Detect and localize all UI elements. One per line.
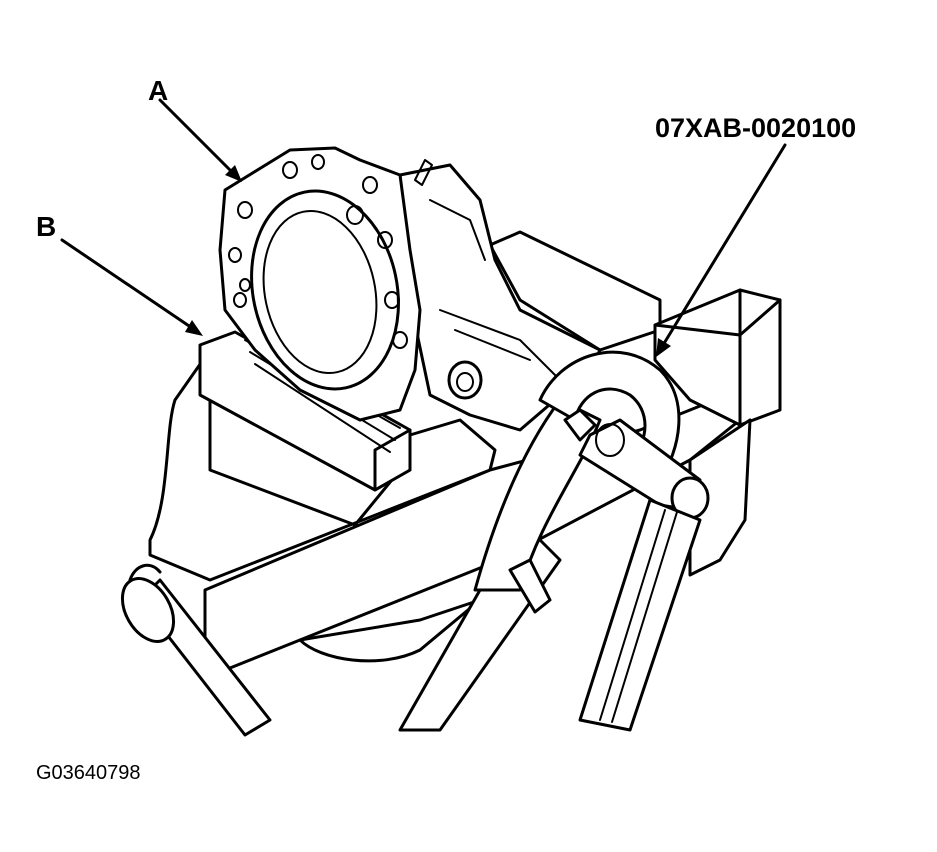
front-jaw-side (373, 428, 412, 492)
leader-a-arrow (225, 165, 242, 182)
figure-code: G03640798 (36, 762, 141, 784)
holder-clip (508, 558, 552, 614)
case-bore (250, 189, 400, 391)
label-a: A (148, 75, 168, 106)
flange-bolt-holes (228, 154, 408, 349)
holder-bolt (563, 408, 597, 442)
leader-lines (60, 98, 787, 357)
leader-b (60, 238, 197, 332)
vise-lower-body (298, 598, 482, 663)
label-tool-number: 07XAB-0020100 (655, 113, 856, 143)
output-boss (447, 360, 483, 400)
holder-tool (398, 350, 710, 732)
holder-handle-right (578, 498, 702, 732)
leader-tool (658, 143, 787, 352)
leader-a (158, 98, 240, 180)
label-b: B (36, 211, 56, 242)
vise-right-casting (688, 418, 752, 577)
transmission-case (218, 146, 602, 432)
rear-jaw (653, 288, 782, 427)
leader-tool-arrow (656, 338, 671, 357)
leader-b-arrow (185, 320, 203, 336)
